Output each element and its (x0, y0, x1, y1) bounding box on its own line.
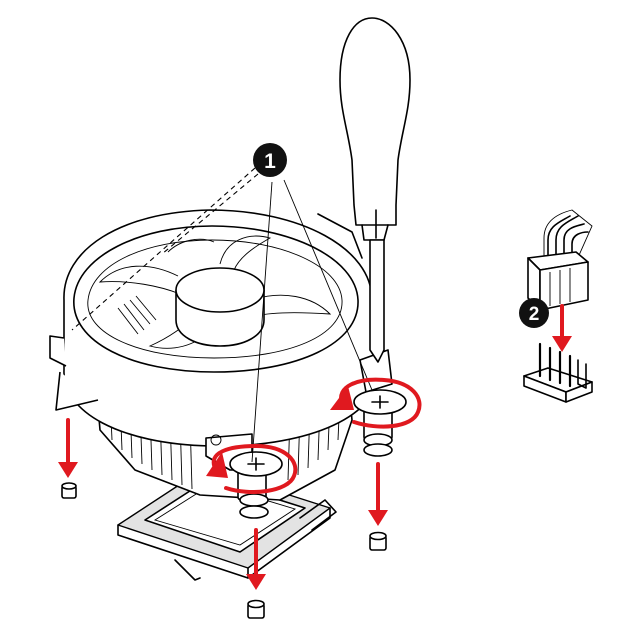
standoff-rear (369, 531, 387, 551)
step-number-1: 1 (264, 150, 276, 173)
down-arrow-rear (368, 462, 388, 526)
fan-connector-icon (527, 209, 593, 311)
fan-hub (175, 267, 265, 347)
step-badge-1: 1 (253, 143, 287, 177)
rotate-arrow-rear (330, 377, 422, 429)
fan-shroud (49, 209, 379, 447)
callout-lines (71, 167, 373, 463)
rotate-arrow-front (206, 443, 298, 494)
standoff-front (247, 599, 265, 619)
screw-front (205, 433, 283, 519)
step-number-2: 2 (529, 304, 540, 325)
down-arrow-front (246, 528, 266, 590)
down-arrow-left (58, 418, 78, 478)
down-arrow-connector (552, 304, 572, 352)
screw-rear (353, 349, 407, 457)
header-pins-icon (523, 342, 593, 403)
step-badge-2: 2 (519, 298, 549, 328)
screwdriver-icon (339, 17, 411, 363)
standoff-left (61, 482, 77, 499)
